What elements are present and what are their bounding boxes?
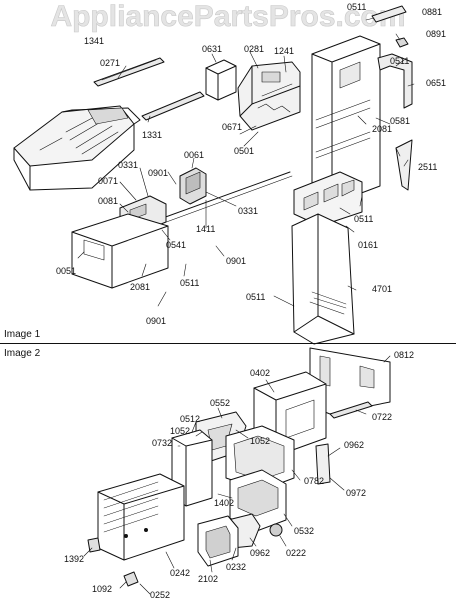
part-label: 0532 xyxy=(294,526,315,536)
spring-0222 xyxy=(270,524,282,536)
part-label: 0511 xyxy=(390,56,410,66)
part-label: 1052 xyxy=(250,436,271,446)
part-label: 0071 xyxy=(98,176,119,186)
part-label: 2081 xyxy=(372,124,393,134)
leader-lines-image2 xyxy=(84,356,390,594)
part-label: 1092 xyxy=(92,584,113,594)
part-label: 1052 xyxy=(170,426,191,436)
part-label: 0511 xyxy=(180,278,200,288)
part-label: 0232 xyxy=(226,562,247,572)
bezel-0782 xyxy=(226,426,294,490)
part-label: 0962 xyxy=(344,440,365,450)
part-1092 xyxy=(124,572,138,586)
ice-bucket-assembly xyxy=(14,106,140,190)
panel-4701 xyxy=(292,214,354,344)
part-label: 2102 xyxy=(198,574,219,584)
part-label: 0161 xyxy=(358,240,379,250)
part-label: 0081 xyxy=(98,196,119,206)
section-title-image1: Image 1 xyxy=(4,329,41,340)
motor-bracket-0061 xyxy=(180,168,206,204)
part-label: 0512 xyxy=(180,414,201,424)
plate-0812 xyxy=(310,348,390,414)
part-label: 0581 xyxy=(390,116,411,126)
part-label: 0901 xyxy=(146,316,167,326)
part-label: 0962 xyxy=(250,548,271,558)
tube-2511 xyxy=(396,140,412,190)
part-label: 0732 xyxy=(152,438,173,448)
part-label: 2511 xyxy=(418,162,438,172)
section-divider xyxy=(0,343,456,344)
section-title-image2: Image 2 xyxy=(4,348,41,359)
part-label: 0051 xyxy=(56,266,77,276)
part-label: 0782 xyxy=(304,476,325,486)
bracket-bar-1341 xyxy=(142,92,204,120)
bracket-0962 xyxy=(316,444,330,484)
part-label: 0722 xyxy=(372,412,393,422)
part-label: 1241 xyxy=(274,46,295,56)
part-label: 0271 xyxy=(100,58,121,68)
part-label: 0061 xyxy=(184,150,205,160)
part-label: 0222 xyxy=(286,548,307,558)
leader-lines-image1 xyxy=(78,18,414,306)
part-label: 0402 xyxy=(250,368,271,378)
dispenser-unit xyxy=(294,172,362,226)
part-label: 0511 xyxy=(347,2,367,12)
clip-0651 xyxy=(378,54,412,108)
part-label: 1402 xyxy=(214,498,235,508)
part-label: 0541 xyxy=(166,240,187,250)
part-label: 0552 xyxy=(210,398,231,408)
icemaker-0281 xyxy=(238,62,300,130)
part-label: 1341 xyxy=(84,36,105,46)
part-label: 0511 xyxy=(354,214,374,224)
part-label: 0881 xyxy=(422,7,443,17)
block-0891 xyxy=(396,38,408,47)
bracket-0881 xyxy=(372,6,406,22)
part-label: 0671 xyxy=(222,122,243,132)
part-label: 0651 xyxy=(426,78,447,88)
part-label: 0891 xyxy=(426,29,447,39)
housing-0631 xyxy=(206,60,236,100)
part-label: 0901 xyxy=(226,256,247,266)
part-label: 2081 xyxy=(130,282,151,292)
part-label: 0331 xyxy=(118,160,139,170)
part-label: 0281 xyxy=(244,44,265,54)
part-label: 0812 xyxy=(394,350,415,360)
part-label: 1331 xyxy=(142,130,163,140)
part-label: 0252 xyxy=(150,590,171,600)
front-panel-0242 xyxy=(98,474,184,560)
part-1392 xyxy=(88,538,100,552)
rod-0722 xyxy=(330,402,372,418)
part-label: 0501 xyxy=(234,146,255,156)
part-label: 1411 xyxy=(196,224,216,234)
bracket-bar-0271 xyxy=(94,58,164,86)
part-label: 0972 xyxy=(346,488,367,498)
part-label: 0631 xyxy=(202,44,223,54)
part-2102 xyxy=(198,516,238,566)
box-0051 xyxy=(72,214,168,288)
part-label: 0511 xyxy=(246,292,266,302)
part-label: 0242 xyxy=(170,568,191,578)
part-label: 0901 xyxy=(148,168,169,178)
part-label: 0331 xyxy=(238,206,259,216)
part-label: 1392 xyxy=(64,554,85,564)
part-label: 4701 xyxy=(372,284,393,294)
